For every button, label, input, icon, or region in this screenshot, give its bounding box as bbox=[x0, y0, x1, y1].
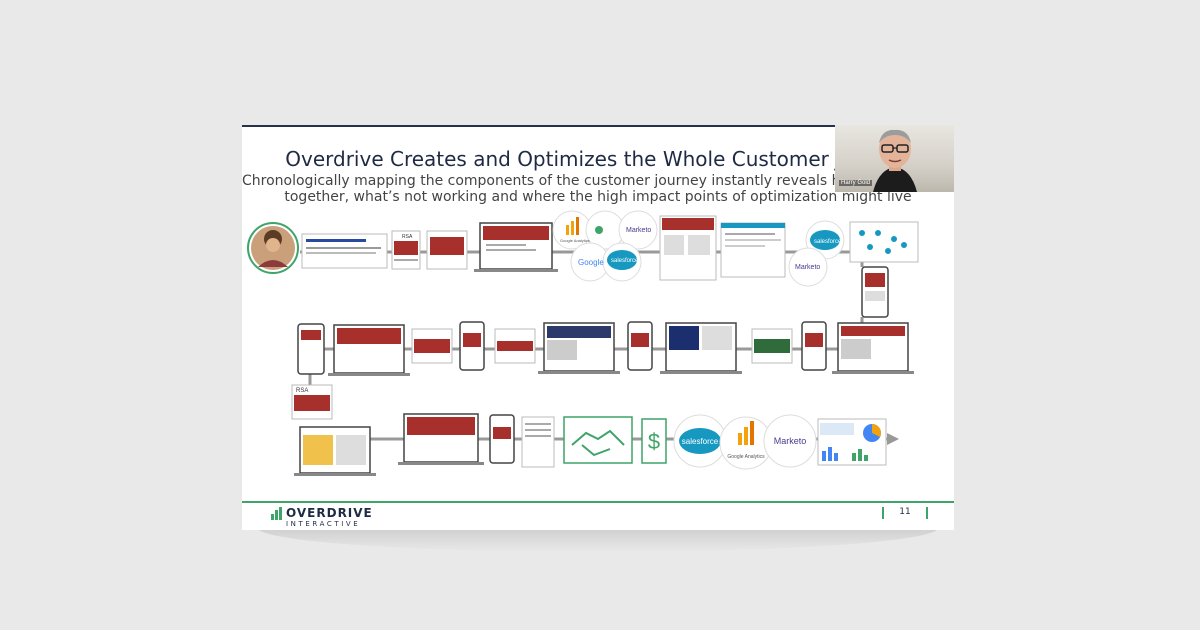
presentation-slide: Overdrive Creates and Optimizes the Whol… bbox=[242, 125, 954, 530]
laptop-landing-page-5 bbox=[832, 322, 914, 374]
form-screenshot bbox=[521, 416, 555, 468]
logo-sub: INTERACTIVE bbox=[286, 520, 361, 528]
salesforce-label: salesforce bbox=[682, 437, 719, 446]
google-label: Google bbox=[578, 258, 604, 267]
rsa-email-screenshot bbox=[291, 384, 333, 420]
svg-text:$: $ bbox=[648, 429, 660, 454]
subtitle-line-2: together, what’s not working and where t… bbox=[284, 189, 912, 205]
persona-avatar bbox=[247, 222, 299, 274]
mobile-page-4 bbox=[627, 321, 653, 371]
marketo-label: Marketo bbox=[774, 436, 807, 446]
customer-journey-diagram: RSA Google Analyt bbox=[247, 210, 919, 476]
laptop-landing-page-2 bbox=[328, 324, 410, 376]
workflow-diagram-screenshot bbox=[849, 221, 919, 263]
crm-record-screenshot bbox=[720, 222, 786, 278]
marketo-label-2: Marketo bbox=[795, 264, 820, 271]
marketo-label-small: Marketo bbox=[626, 227, 651, 234]
slide-subtitle: Chronologically mapping the components o… bbox=[242, 173, 954, 205]
email-screenshot-3 bbox=[411, 328, 453, 364]
ga-label-small: Google Analytics bbox=[560, 238, 590, 243]
rsa-label: RSA bbox=[296, 388, 308, 394]
salesforce-logo bbox=[673, 414, 727, 468]
handshake-icon bbox=[563, 416, 633, 464]
email-screenshot-4 bbox=[494, 328, 536, 364]
laptop-landing-page-3 bbox=[538, 322, 620, 374]
laptop-landing-page-4 bbox=[660, 322, 742, 374]
email-screenshot-2 bbox=[426, 230, 468, 270]
ga-label: Google Analytics bbox=[727, 454, 765, 460]
mobile-page-1 bbox=[861, 266, 889, 318]
mobile-page-2 bbox=[297, 323, 325, 375]
mobile-page-5 bbox=[801, 321, 827, 371]
mobile-page-3 bbox=[459, 321, 485, 371]
google-analytics-logo bbox=[719, 416, 773, 470]
salesforce-label-small: salesforce bbox=[611, 258, 639, 264]
journey-end-arrow bbox=[887, 433, 899, 445]
tools-cluster-2 bbox=[788, 220, 845, 287]
logo-name: OVERDRIVE bbox=[286, 506, 373, 520]
tools-cluster-1 bbox=[552, 210, 658, 282]
participant-name: Harry Gold bbox=[839, 180, 873, 186]
analytics-dashboard-screenshot bbox=[817, 418, 887, 466]
slide-shadow bbox=[258, 528, 938, 552]
subtitle-line-1: Chronologically mapping the components o… bbox=[242, 173, 954, 189]
dollar-icon: $ bbox=[641, 418, 667, 464]
laptop-landing-page-1 bbox=[474, 222, 558, 272]
web-page-screenshot-1 bbox=[659, 215, 717, 281]
salesforce-label-2: salesforce bbox=[814, 239, 842, 245]
laptop-landing-page-7 bbox=[398, 413, 484, 465]
page-number: 11 bbox=[882, 507, 928, 519]
logo-bars-icon bbox=[271, 507, 283, 520]
mobile-page-6 bbox=[489, 414, 515, 464]
slide-title: Overdrive Creates and Optimizes the Whol… bbox=[285, 147, 911, 171]
laptop-landing-page-6 bbox=[294, 426, 376, 476]
rsa-label-small: RSA bbox=[402, 234, 413, 240]
search-result-screenshot bbox=[301, 233, 388, 269]
email-screenshot-1 bbox=[391, 230, 421, 270]
email-screenshot-5 bbox=[751, 328, 793, 364]
video-tile-harry-gold[interactable]: Harry Gold bbox=[835, 125, 954, 192]
footer-divider bbox=[242, 501, 954, 503]
participant-video-icon bbox=[873, 129, 917, 192]
marketo-logo bbox=[763, 414, 817, 468]
